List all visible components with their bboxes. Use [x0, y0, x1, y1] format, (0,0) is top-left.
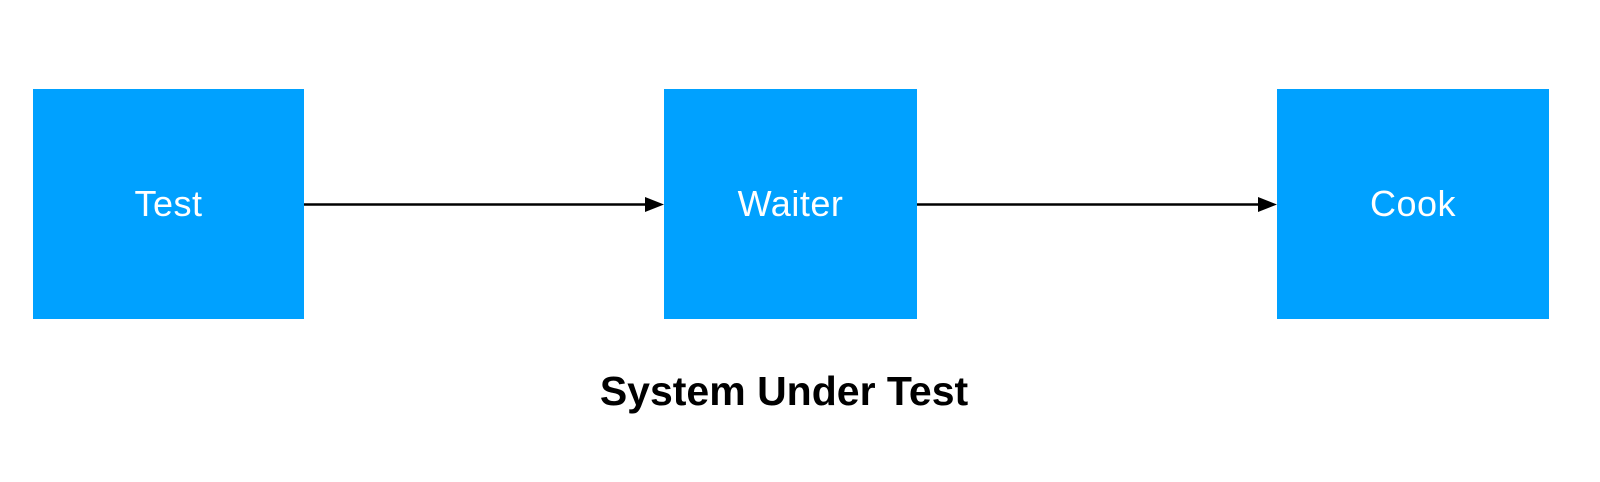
node-test: Test	[33, 89, 304, 319]
node-waiter: Waiter	[664, 89, 917, 319]
node-cook-label: Cook	[1369, 183, 1457, 224]
arrow-waiter-to-cook	[917, 197, 1277, 212]
node-test-label: Test	[134, 183, 203, 224]
node-waiter-label: Waiter	[737, 183, 844, 224]
node-cook: Cook	[1277, 89, 1549, 319]
arrow-test-to-waiter	[304, 197, 664, 212]
diagram-caption: System Under Test	[599, 368, 969, 414]
